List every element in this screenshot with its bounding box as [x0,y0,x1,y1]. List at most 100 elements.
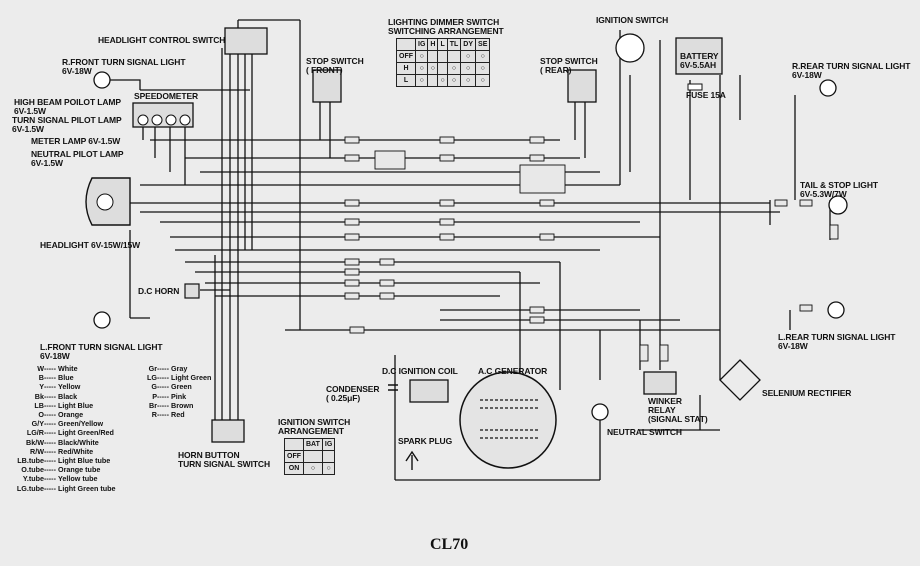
legend-name: Orange tube [58,465,101,475]
lighting-dimmer-label: LIGHTING DIMMER SWITCH SWITCHING ARRANGE… [388,17,504,36]
ignition-cell: ○ [303,462,323,475]
dimmer-cell: ○ [460,74,477,87]
dimmer-cell [437,62,448,75]
legend-row: G/Y-----Green/Yellow [14,419,116,428]
meter-lamp-label: METER LAMP 6V-1.5W [31,136,121,146]
legend-dots: ----- [44,428,56,438]
legend-row: LG/R-----Light Green/Red [14,428,116,437]
tail-lamp-icon [828,195,848,215]
ignition-header-cell [284,438,304,451]
legend-dots: ----- [44,364,56,373]
legend-dots: ----- [44,474,56,484]
legend-code: G/Y [31,419,44,429]
legend-row: LB-----Light Blue [14,401,116,410]
dimmer-header-cell: DY [460,38,477,51]
dimmer-cell: ○ [460,50,477,63]
legend-dots: ----- [157,364,169,373]
ignition-header-row: BAT IG [284,438,336,451]
dimmer-row-label: H [396,62,416,75]
legend-name: Light Blue [58,400,94,410]
condenser-label: CONDENSER ( 0.25μF) [326,384,380,403]
legend-name: Brown [171,400,194,410]
legend-code: Bk [34,391,44,401]
legend-row: Y-----Yellow [14,382,116,391]
dimmer-cell: ○ [437,74,448,87]
battery-icon [675,37,723,75]
legend-row: G-----Green [143,382,211,391]
ignition-row: OFF [284,450,336,463]
dimmer-row: OFF ○○○ [396,50,491,63]
selenium-label: SELENIUM RECTIFIER [762,388,852,398]
dimmer-switch-table: IG H L TL DY SE OFF ○○○ H ○○○○○ L ○○○○○ [396,38,491,87]
ignition-switch-table: BAT IG OFF ON ○○ [284,438,336,475]
ignition-switch-label: IGNITION SWITCH [596,15,669,25]
dimmer-cell: ○ [475,62,491,75]
ignition-cell [321,450,336,463]
color-legend-left: W-----White B-----Blue Y-----Yellow Bk--… [14,364,116,493]
legend-dots: ----- [44,410,56,420]
legend-row: LB.tube-----Light Blue tube [14,456,116,465]
legend-dots: ----- [157,382,169,392]
legend-row: LG-----Light Green [143,373,211,382]
legend-name: Light Green/Red [58,428,114,438]
legend-dots: ----- [157,391,169,401]
legend-dots: ----- [44,465,56,475]
headlight-label: HEADLIGHT 6V-15W/15W [40,240,141,250]
legend-code: Gr [148,364,157,373]
legend-name: Green [171,382,192,392]
ignition-row-label: OFF [284,450,304,463]
legend-row: B-----Blue [14,373,116,382]
r-rear-turn-label: R.REAR TURN SIGNAL LIGHT 6V-18W [792,61,911,80]
legend-name: Orange [58,410,84,420]
legend-name: Light Green [171,373,212,383]
headlight-switch-icon [224,27,268,55]
legend-code: B [38,373,44,383]
turn-pilot-label: TURN SIGNAL PILOT LAMP 6V-1.5W [12,115,122,134]
dimmer-header-row: IG H L TL DY SE [396,38,491,51]
neutral-pilot-label: NEUTRAL PILOT LAMP 6V-1.5W [31,149,124,168]
legend-name: Black [58,391,78,401]
rear-stop-switch-icon [567,69,597,103]
winker-relay-icon [643,371,677,395]
dimmer-header-cell: IG [414,38,429,51]
diagram-title: CL70 [430,536,469,553]
r-front-turn-label: R.FRONT TURN SIGNAL LIGHT 6V-18W [62,57,186,76]
legend-code: LG [147,373,157,383]
neutral-switch-icon [591,403,609,421]
legend-code: LB [34,400,44,410]
dimmer-cell: ○ [414,62,429,75]
legend-name: Green/Yellow [58,419,104,429]
legend-row: Gr-----Gray [143,364,211,373]
ignition-row-label: ON [284,462,304,475]
horn-button-label: HORN BUTTON TURN SIGNAL SWITCH [178,450,271,469]
legend-name: White [58,364,78,373]
legend-code: P [152,391,157,401]
ac-generator-icon [459,371,557,469]
legend-dots: ----- [44,456,56,466]
ignition-cell [303,450,323,463]
dimmer-cell: ○ [446,62,462,75]
legend-name: Light Blue tube [58,456,111,466]
legend-dots: ----- [157,400,169,410]
spark-plug-icon [405,450,419,470]
ignition-cell: ○ [321,462,336,475]
dimmer-cell [437,50,448,63]
legend-name: Black/White [58,437,99,447]
color-legend-right: Gr-----Gray LG-----Light Green G-----Gre… [143,364,211,419]
l-front-turn-lamp-icon [93,311,111,329]
condenser-icon [388,384,398,391]
legend-dots: ----- [44,400,56,410]
legend-code: R/W [30,446,44,456]
r-front-turn-lamp-icon [93,71,111,89]
stop-switch-front-label: STOP SWITCH ( FRONT) [306,56,364,75]
legend-code: LB.tube [17,456,44,466]
legend-code: Y [39,382,44,392]
ignition-coil-icon [409,379,449,403]
legend-dots: ----- [44,437,56,447]
battery-label: BATTERY 6V-5.5AH [680,51,719,70]
legend-row: O-----Orange [14,410,116,419]
dimmer-row: H ○○○○○ [396,62,491,75]
legend-row: Bk/W-----Black/White [14,438,116,447]
legend-dots: ----- [157,410,169,420]
high-beam-label: HIGH BEAM POILOT LAMP 6V-1.5W [14,97,121,116]
